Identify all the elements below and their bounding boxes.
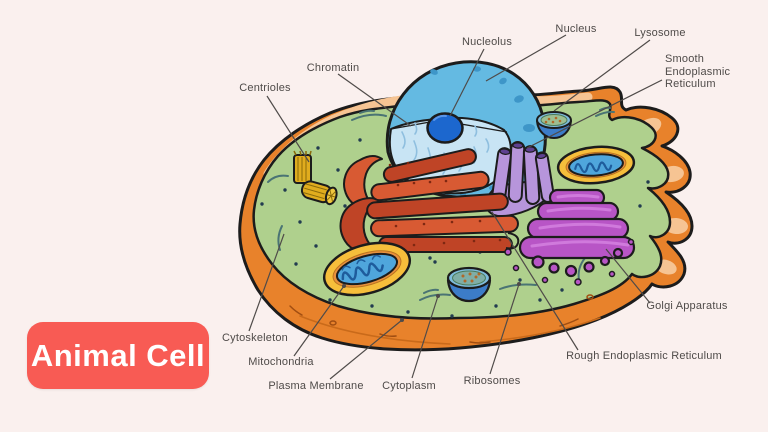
lysosome-enzyme-dots — [544, 116, 562, 124]
cristae-upper — [341, 254, 381, 271]
label-plasma-membrane: Plasma Membrane — [268, 379, 364, 392]
centrioles-shape — [293, 150, 338, 206]
cristae — [341, 262, 384, 281]
label-smooth-endoplasmic-reticulum: Smooth Endoplasmic Reticulum — [665, 53, 731, 90]
title-badge-label: Animal Cell — [30, 337, 206, 373]
leader-lines — [248, 34, 663, 380]
membrane-marks — [289, 294, 594, 344]
leader-centrioles — [266, 95, 310, 163]
leader-ribosomes — [489, 283, 520, 375]
rough-endoplasmic-reticulum-shape — [339, 148, 520, 253]
label-cytoskeleton: Cytoskeleton — [222, 331, 288, 344]
leader-smooth-er — [526, 79, 663, 149]
label-mitochondria: Mitochondria — [248, 355, 314, 368]
vesicle-dots — [461, 272, 481, 283]
mitochondrion-right-shape — [556, 145, 636, 185]
label-golgi-apparatus: Golgi Apparatus — [646, 299, 728, 312]
membrane-texture — [299, 315, 601, 345]
label-lysosome: Lysosome — [634, 26, 686, 39]
vesicle-shape — [446, 266, 492, 303]
label-ribosomes: Ribosomes — [463, 374, 521, 387]
label-cytoplasm: Cytoplasm — [382, 379, 436, 392]
mitochondrion-left-shape — [322, 241, 412, 297]
nucleolus-highlight — [433, 114, 447, 121]
leader-nucleolus — [449, 48, 485, 117]
leader-rough-er — [491, 211, 579, 351]
lysosome-shape — [536, 111, 572, 139]
leader-cytoskeleton — [248, 233, 285, 332]
label-centrioles: Centrioles — [239, 81, 291, 94]
leader-golgi — [605, 248, 651, 304]
label-chromatin: Chromatin — [306, 61, 360, 74]
leader-end-dots — [342, 282, 521, 322]
golgi-highlights — [530, 194, 630, 248]
label-nucleolus: Nucleolus — [461, 35, 513, 48]
label-nucleus: Nucleus — [555, 22, 597, 35]
title-badge: Animal Cell — [27, 322, 209, 389]
leader-plasma-membrane — [329, 319, 403, 380]
golgi-apparatus-shape — [504, 188, 636, 286]
nucleolus-shape — [426, 112, 464, 144]
leader-chromatin — [337, 73, 412, 127]
cristae — [574, 161, 613, 174]
leader-lysosome — [553, 39, 651, 112]
rough-er-dots — [388, 161, 502, 247]
smooth-endoplasmic-reticulum-shape — [485, 141, 555, 218]
leader-nucleus — [485, 34, 567, 82]
cytoskeleton-filaments — [267, 106, 615, 301]
label-rough-endoplasmic-reticulum: Rough Endoplasmic Reticulum — [566, 349, 722, 362]
leader-cytoplasm — [411, 295, 439, 379]
leader-mitochondria — [293, 285, 345, 357]
